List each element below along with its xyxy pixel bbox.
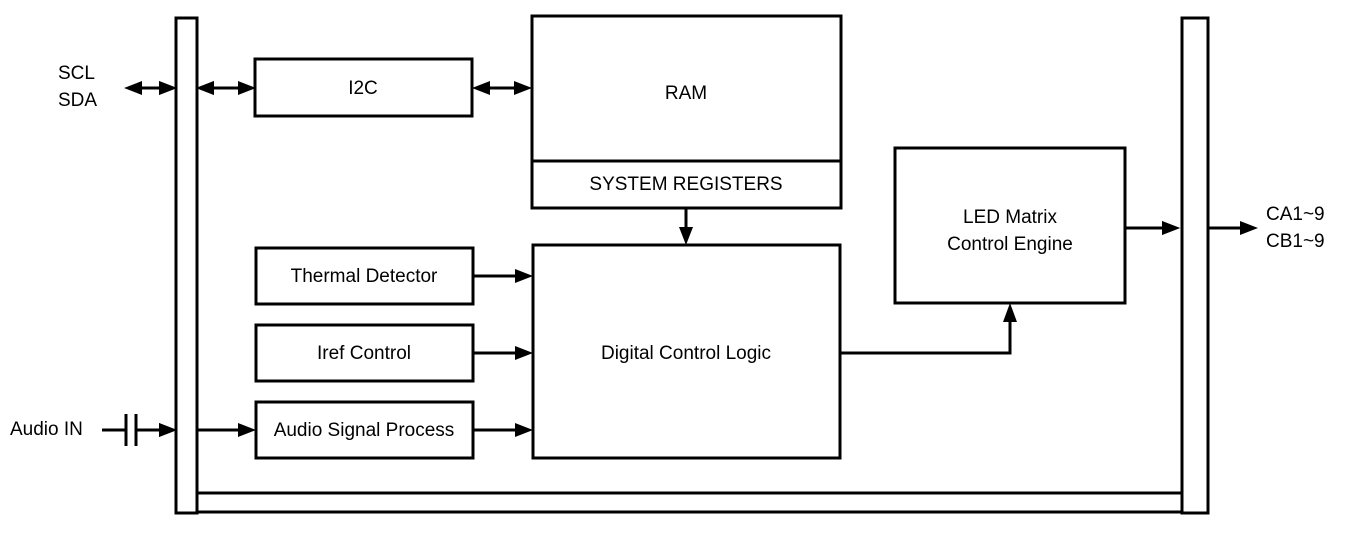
- block-led-matrix-control-engine: [893, 146, 1127, 305]
- block-label-system-registers: SYSTEM REGISTERS: [589, 174, 782, 195]
- block-label-led-matrix-line2: Control Engine: [947, 234, 1073, 255]
- port-label-sda: SDA: [58, 90, 97, 111]
- arrow-iref-to-digital-logic: [473, 346, 533, 360]
- block-label-ram: RAM: [665, 83, 707, 104]
- block-i2c: [253, 57, 474, 118]
- port-label-ca: CA1~9: [1266, 204, 1325, 225]
- right-bus-bar: [1180, 16, 1210, 515]
- arrow-i2c-to-ram: [472, 81, 532, 95]
- block-label-i2c: I2C: [348, 78, 378, 99]
- block-label-led-matrix-line1: LED Matrix: [963, 207, 1057, 228]
- block-label-audio-signal-process: Audio Signal Process: [274, 420, 455, 441]
- arrow-registers-to-digital-logic: [679, 208, 693, 245]
- block-digital-control-logic: [531, 243, 842, 460]
- capacitor-symbol: [102, 414, 162, 446]
- port-label-cb: CB1~9: [1266, 231, 1325, 252]
- arrow-audio-proc-to-digital-logic: [473, 423, 533, 437]
- port-label-audio-in: Audio IN: [10, 419, 83, 440]
- left-bus-bar: [174, 16, 199, 515]
- arrow-thermal-to-digital-logic: [473, 269, 533, 283]
- arrow-bus-to-output-pins: [1162, 221, 1258, 235]
- arrow-bus-to-audio-proc: [196, 423, 256, 437]
- block-iref-control: [254, 323, 475, 383]
- arrow-scl-sda-head-on-bus: [159, 81, 214, 437]
- port-label-scl: SCL: [58, 63, 95, 84]
- block-label-iref-control: Iref Control: [317, 343, 411, 364]
- block-label-thermal-detector: Thermal Detector: [291, 266, 438, 287]
- arrow-digital-logic-to-led-engine: [840, 303, 1017, 355]
- block-label-digital-control-logic: Digital Control Logic: [601, 343, 771, 364]
